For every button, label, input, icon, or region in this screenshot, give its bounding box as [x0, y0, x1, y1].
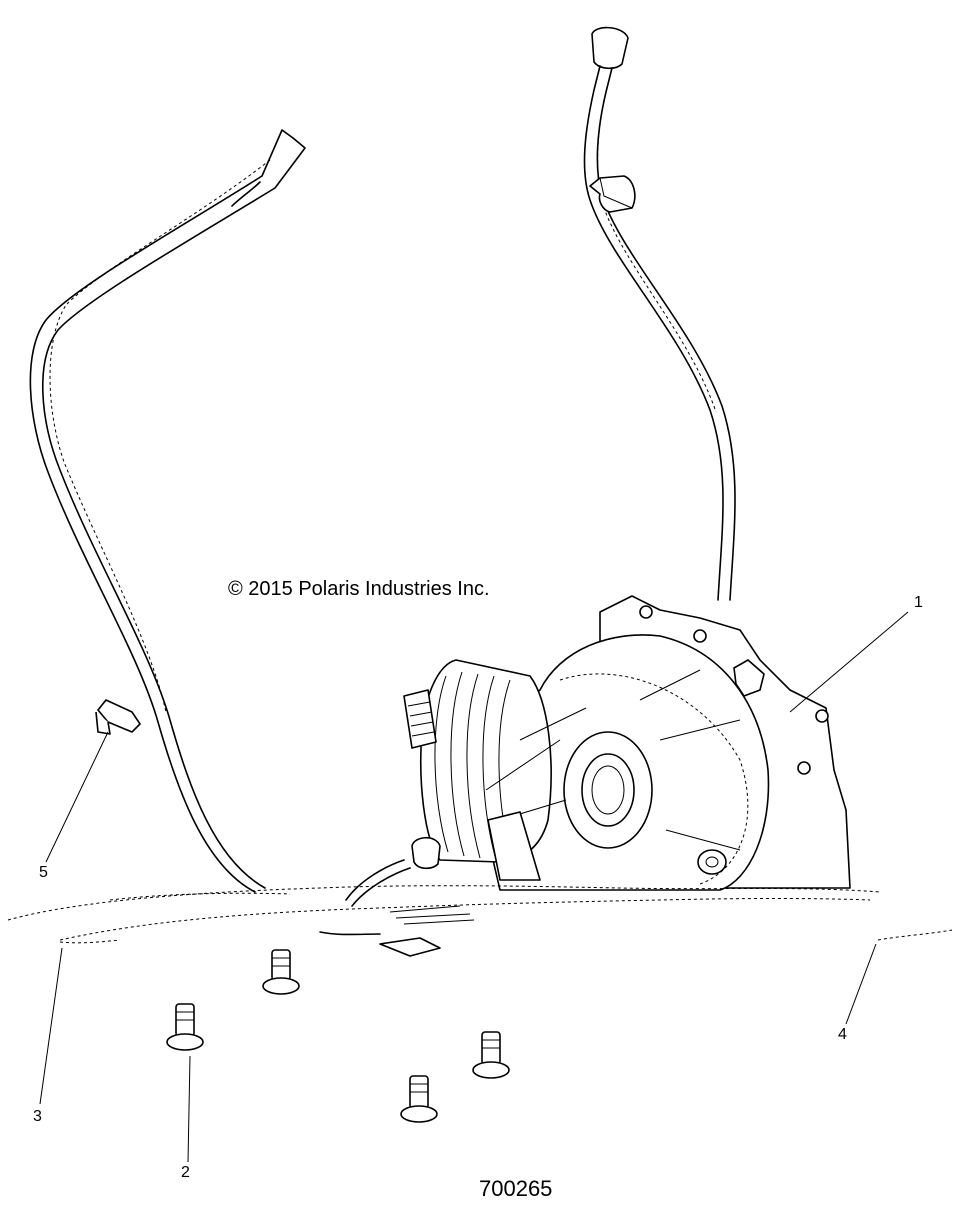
flange-bolt-2	[166, 1003, 204, 1051]
flange-bolt-1	[262, 949, 300, 995]
hose-fitting-top	[589, 175, 636, 213]
drawing-number: 700265	[479, 1176, 553, 1201]
leader-2	[187, 1055, 191, 1163]
callout-3: 3	[33, 1108, 42, 1125]
callout-4: 4	[838, 1026, 847, 1043]
flange-bolt-3	[472, 1031, 510, 1079]
leader-lines	[39, 611, 909, 1163]
callout-5: 5	[39, 864, 48, 881]
callout-2: 2	[181, 1164, 190, 1181]
leader-4	[845, 943, 877, 1025]
flange-bolt-4	[400, 1075, 438, 1123]
hose-clamp	[319, 836, 441, 936]
leader-3	[39, 947, 63, 1105]
leader-1	[789, 611, 909, 713]
callout-1: 1	[914, 594, 923, 611]
copyright-notice: © 2015 Polaris Industries Inc.	[228, 578, 490, 600]
hose-clip	[95, 699, 141, 735]
frame-outline	[7, 885, 953, 957]
right-vent-hose	[583, 26, 736, 601]
gearcase-assembly	[403, 595, 851, 891]
leader-5	[45, 731, 109, 863]
left-vent-hose	[29, 129, 306, 893]
